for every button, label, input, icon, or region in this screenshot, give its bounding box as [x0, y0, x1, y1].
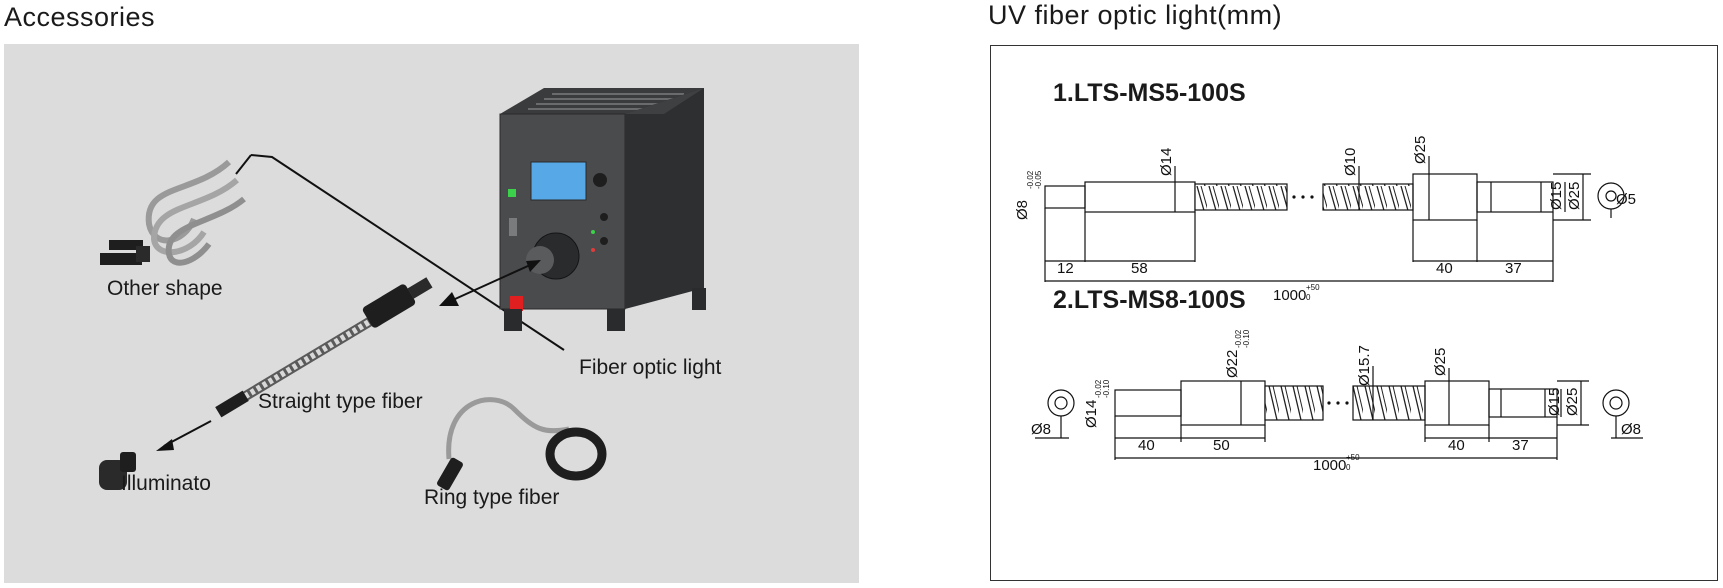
m2-len-end: 37	[1512, 437, 1529, 454]
m1-len-end: 37	[1505, 260, 1522, 277]
technical-drawing: Ø8 -0.02 -0.05 Ø14 Ø10 Ø25 Ø15 Ø25 12 58…	[1014, 136, 1643, 474]
m2-len-body: 50	[1213, 437, 1230, 454]
other-shape-fiber	[100, 159, 246, 266]
m1-d-hose: Ø10	[1342, 148, 1359, 176]
ring-type-fiber	[437, 397, 607, 491]
model-1-dimensions: Ø8 -0.02 -0.05 Ø14 Ø10 Ø25 Ø15 Ø25 12 58…	[1014, 136, 1636, 304]
m2-d-hose: Ø15.7	[1356, 345, 1373, 386]
m1-d-tip: Ø8	[1014, 200, 1031, 220]
model-2-hose-dots	[1327, 401, 1349, 405]
model-2-drawing	[1035, 366, 1643, 460]
m1-len-tip: 12	[1057, 260, 1074, 277]
m1-len-conn: 40	[1436, 260, 1453, 277]
uv-fiber-title: UV fiber optic light(mm)	[988, 0, 1283, 30]
label-other-shape: Other shape	[107, 277, 223, 300]
m2-d-end: Ø15	[1546, 388, 1563, 416]
m1-d-body: Ø14	[1158, 148, 1175, 176]
m2-end-view-left: Ø8	[1031, 421, 1051, 438]
label-fiber-optic-light: Fiber optic light	[579, 356, 722, 379]
model-1-hose-dots	[1292, 195, 1314, 199]
m1-d-end: Ø15	[1548, 182, 1565, 210]
m1-d-end-outer: Ø25	[1566, 182, 1583, 210]
m1-d-conn: Ø25	[1412, 136, 1429, 164]
accessories-panel: Other shape Fiber optic light Straight t…	[4, 44, 859, 583]
accessories-title: Accessories	[4, 2, 156, 32]
arrow-to-illuminato	[156, 420, 212, 451]
m1-d-tip-tol-upper: -0.02	[1026, 170, 1035, 189]
m1-len-total: 1000	[1273, 287, 1306, 304]
m2-d-body-tol-upper: -0.02	[1234, 329, 1243, 348]
m2-d-tip-tol-lower: -0.10	[1102, 379, 1111, 398]
m2-len-conn: 40	[1448, 437, 1465, 454]
m1-len-total-tol-lower: 0	[1306, 293, 1311, 302]
arrow-to-light	[439, 260, 541, 306]
m2-len-tip: 40	[1138, 437, 1155, 454]
label-straight-type-fiber: Straight type fiber	[258, 390, 423, 413]
fiber-optic-light-unit	[499, 88, 706, 331]
leader-line	[235, 154, 565, 351]
accessories-illustration	[99, 88, 706, 491]
m2-d-body: Ø22	[1224, 350, 1241, 378]
m1-len-total-tol-upper: +50	[1306, 283, 1320, 292]
label-illuminato: Illuminato	[121, 472, 211, 495]
m2-d-tip-tol-upper: -0.02	[1094, 379, 1103, 398]
m2-len-total-tol-upper: +50	[1346, 453, 1360, 462]
model-1-drawing	[1044, 156, 1625, 282]
model-2-dimensions: Ø8 Ø14 -0.02 -0.10 Ø22 -0.02 -0.10 Ø15.7…	[1031, 329, 1641, 474]
label-ring-type-fiber: Ring type fiber	[424, 486, 560, 509]
model-1-name: 1.LTS-MS5-100S	[1053, 79, 1246, 107]
m1-end-view: Ø5	[1616, 191, 1636, 208]
m2-len-total-tol-lower: 0	[1346, 463, 1351, 472]
m2-d-body-tol-lower: -0.10	[1242, 329, 1251, 348]
m2-d-tip: Ø14	[1083, 400, 1100, 428]
m2-end-view-right: Ø8	[1621, 421, 1641, 438]
model-2-name: 2.LTS-MS8-100S	[1053, 286, 1246, 314]
m2-d-conn: Ø25	[1432, 348, 1449, 376]
uv-drawing-panel: Ø8 -0.02 -0.05 Ø14 Ø10 Ø25 Ø15 Ø25 12 58…	[990, 45, 1718, 581]
m2-d-end-outer: Ø25	[1564, 388, 1581, 416]
m1-d-tip-tol-lower: -0.05	[1034, 170, 1043, 189]
straight-type-fiber	[215, 277, 433, 418]
m2-len-total: 1000	[1313, 457, 1346, 474]
illuminato-attachment	[99, 452, 136, 490]
m1-len-body: 58	[1131, 260, 1148, 277]
